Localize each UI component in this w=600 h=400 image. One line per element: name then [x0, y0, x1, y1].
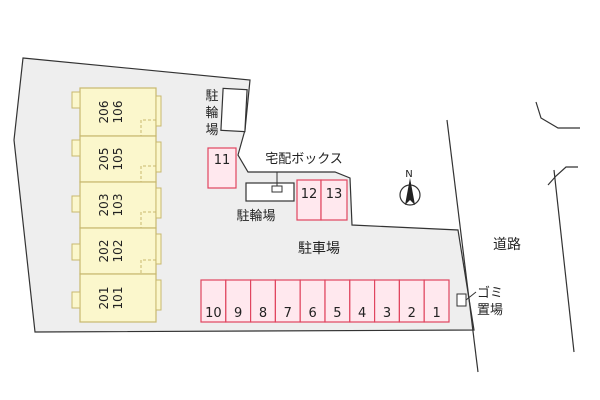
parking-space-number: 8	[259, 306, 267, 321]
garbage-label-2: 置場	[477, 303, 503, 318]
parking-space-number: 9	[234, 306, 242, 321]
delivery-box-label: 宅配ボックス	[265, 152, 343, 167]
road-edge-right	[553, 169, 575, 353]
parking-space-2: 2	[398, 279, 425, 323]
unit-201-101: 201 101	[71, 273, 157, 323]
parking-space-3: 3	[374, 279, 401, 323]
parking-space-10: 10	[200, 279, 227, 323]
road-curb-lower	[547, 166, 578, 186]
unit-number-upper: 203	[97, 194, 111, 217]
garbage-leader	[465, 291, 477, 301]
parking-space-1: 1	[423, 279, 450, 323]
bicycle-parking-top-label-1: 駐	[205, 89, 218, 104]
parking-space-12: 12	[296, 179, 322, 221]
unit-number-upper: 205	[97, 148, 111, 171]
svg-text:11: 11	[214, 153, 231, 168]
compass: N	[399, 169, 421, 206]
road-curb-upper	[535, 101, 580, 129]
parking-space-number: 3	[383, 306, 391, 321]
unit-number-upper: 201	[97, 287, 111, 310]
garbage-area-box	[456, 293, 467, 307]
parking-lot-label: 駐車場	[298, 240, 340, 257]
bicycle-parking-top-label-3: 場	[205, 123, 218, 138]
parking-space-number: 4	[358, 306, 366, 321]
parking-space-number: 10	[205, 306, 222, 321]
svg-text:13: 13	[326, 187, 343, 202]
building-balconies	[155, 95, 162, 311]
parking-space-13: 13	[320, 179, 348, 221]
delivery-box-icon	[271, 185, 283, 193]
parking-space-number: 2	[408, 306, 416, 321]
parking-space-7: 7	[274, 279, 301, 323]
unit-number-lower: 106	[111, 101, 125, 124]
bicycle-parking-top-shed	[220, 87, 248, 133]
bicycle-parking-mid-label: 駐輪場	[236, 208, 275, 224]
parking-space-9: 9	[225, 279, 252, 323]
unit-number-lower: 101	[111, 287, 125, 310]
unit-number-lower: 103	[111, 194, 125, 217]
apartment-building: 206 106 205 105 203 103 202 102 201	[71, 87, 157, 323]
garbage-label-1: ゴミ	[477, 285, 503, 301]
road-label: 道路	[493, 237, 521, 253]
road-edge-left	[446, 119, 479, 373]
parking-row: 10 9 8 7 6 5 4 3 2 1	[200, 279, 450, 323]
unit-206-106: 206 106	[71, 87, 157, 137]
unit-number-upper: 202	[97, 240, 111, 263]
svg-text:12: 12	[301, 187, 318, 202]
parking-space-4: 4	[349, 279, 376, 323]
parking-space-number: 7	[284, 306, 292, 321]
parking-space-number: 6	[308, 306, 316, 321]
parking-space-5: 5	[324, 279, 351, 323]
unit-number-lower: 105	[111, 148, 125, 171]
unit-number-upper: 206	[97, 101, 111, 124]
unit-205-105: 205 105	[71, 135, 157, 183]
bicycle-parking-top-label-2: 輪	[205, 105, 218, 121]
unit-202-102: 202 102	[71, 227, 157, 275]
compass-north-label: N	[405, 169, 412, 180]
parking-space-8: 8	[250, 279, 277, 323]
unit-203-103: 203 103	[71, 181, 157, 229]
parking-space-number: 5	[333, 306, 341, 321]
parking-space-6: 6	[299, 279, 326, 323]
delivery-box-enclosure	[245, 182, 295, 202]
unit-number-lower: 102	[111, 240, 125, 263]
parking-space-11: 11	[207, 147, 237, 189]
parking-space-number: 1	[432, 306, 440, 321]
